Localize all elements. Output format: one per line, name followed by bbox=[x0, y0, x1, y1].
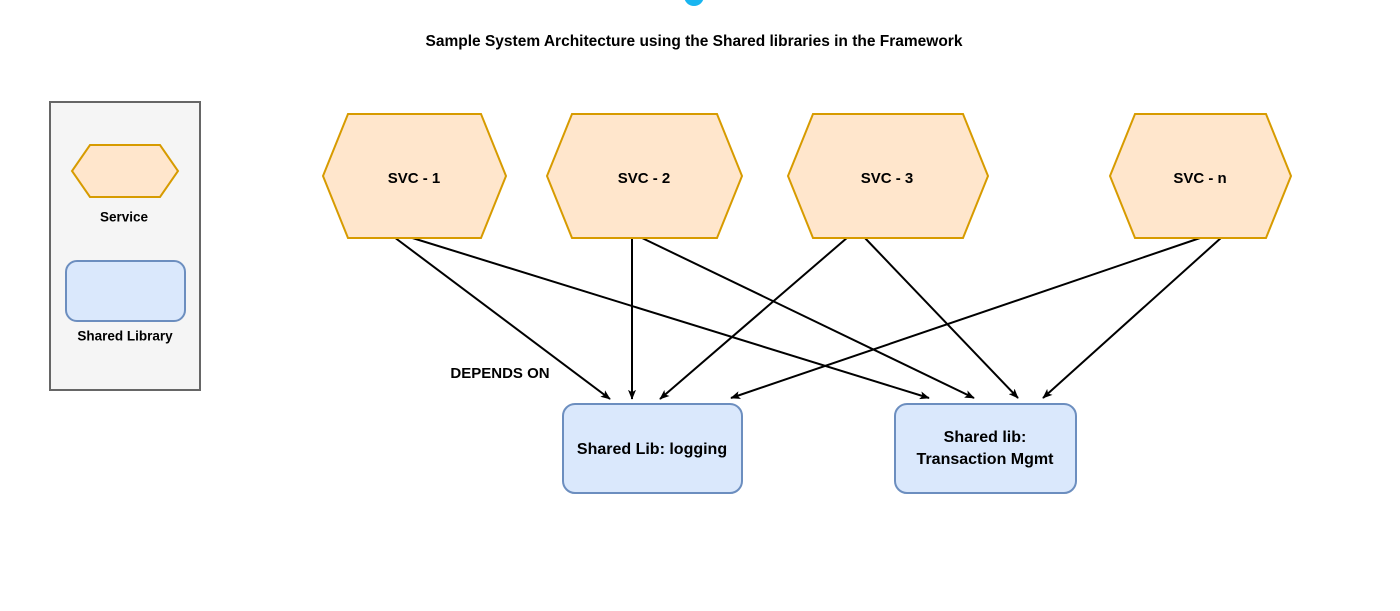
edge-svc3-to-lib-txn bbox=[863, 236, 1019, 399]
legend-item-label-shared-library: Shared Library bbox=[77, 329, 173, 344]
service-hexagon-svc1[interactable] bbox=[321, 113, 508, 239]
legend-service-hexagon-icon bbox=[70, 144, 180, 198]
edge-label-depends-on: DEPENDS ON bbox=[450, 365, 549, 382]
edge-svc2-to-lib-txn bbox=[639, 236, 975, 399]
library-node-lib-txn[interactable]: Shared lib: Transaction Mgmt bbox=[894, 403, 1077, 494]
library-label-lib-logging: Shared Lib: logging bbox=[577, 441, 727, 458]
service-node-svc2[interactable]: SVC - 2 bbox=[545, 113, 744, 239]
edge-svc1-to-lib-logging bbox=[393, 236, 611, 400]
edge-group: DEPENDS ON bbox=[393, 235, 1223, 400]
edge-svcn-to-lib-logging bbox=[730, 236, 1204, 399]
library-rect-lib-logging[interactable] bbox=[562, 403, 743, 494]
legend-library-rect-icon bbox=[65, 260, 186, 322]
edge-svc1-to-lib-txn bbox=[405, 235, 930, 400]
service-hexagon-svc2[interactable] bbox=[545, 113, 744, 239]
service-label-svc1: SVC - 1 bbox=[388, 170, 441, 187]
service-node-svcn[interactable]: SVC - n bbox=[1108, 113, 1293, 239]
library-label-lib-txn-line1: Shared lib: bbox=[944, 429, 1027, 446]
legend-item-service: Service bbox=[70, 144, 180, 225]
service-label-svcn: SVC - n bbox=[1173, 170, 1226, 187]
service-node-svc3[interactable]: SVC - 3 bbox=[786, 113, 990, 239]
service-node-svc1[interactable]: SVC - 1 bbox=[321, 113, 508, 239]
library-label-lib-txn-line2: Transaction Mgmt bbox=[917, 451, 1055, 468]
page-title: Sample System Architecture using the Sha… bbox=[426, 33, 963, 50]
legend-item-label-service: Service bbox=[100, 210, 149, 225]
service-hexagon-svc3[interactable] bbox=[786, 113, 990, 239]
edge-svc3-to-lib-logging bbox=[659, 236, 849, 400]
accent-dot-icon bbox=[684, 0, 704, 6]
edge-svcn-to-lib-txn bbox=[1042, 236, 1223, 399]
service-hexagon-svcn[interactable] bbox=[1108, 113, 1293, 239]
library-node-lib-logging[interactable]: Shared Lib: logging bbox=[562, 403, 743, 494]
library-rect-lib-txn[interactable] bbox=[894, 403, 1077, 494]
service-label-svc3: SVC - 3 bbox=[861, 170, 914, 187]
legend-panel: Service Shared Library bbox=[49, 101, 201, 391]
legend-item-shared-library: Shared Library bbox=[65, 260, 186, 344]
service-label-svc2: SVC - 2 bbox=[618, 170, 671, 187]
